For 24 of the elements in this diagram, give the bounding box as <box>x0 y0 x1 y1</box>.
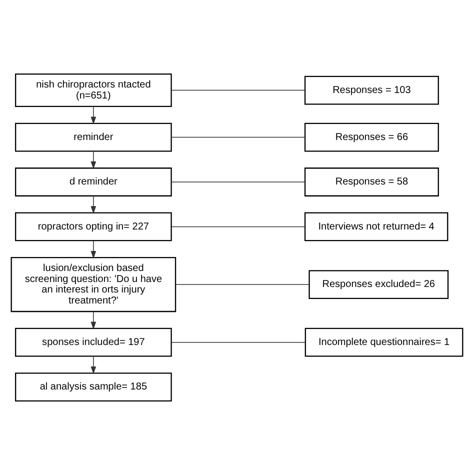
arrow <box>90 355 96 374</box>
node-box: al analysis sample= 185 <box>15 372 172 401</box>
node-box: lusion/exclusion based screening question: 'Do u have an interest in orts injury treatment?' <box>10 256 176 312</box>
connector <box>170 89 306 90</box>
node-box: d reminder <box>15 167 172 196</box>
node-box: reminder <box>15 122 172 152</box>
arrow <box>90 195 96 214</box>
node-box: ropractors opting in= 227 <box>15 212 172 241</box>
connector <box>170 181 306 182</box>
node-box: Incomplete questionnaires= 1 <box>304 327 464 356</box>
connector <box>171 226 306 227</box>
connector <box>170 136 306 138</box>
node-box: sponses included= 197 <box>15 327 172 356</box>
arrow <box>90 106 96 124</box>
node-box: Responses excluded= 26 <box>308 270 449 298</box>
connector <box>170 341 306 342</box>
arrow <box>90 240 96 258</box>
arrow <box>90 310 96 329</box>
arrow <box>90 150 96 169</box>
node-box: Responses = 103 <box>304 75 439 104</box>
node-box: Responses = 66 <box>304 122 439 152</box>
node-box: Interviews not returned= 4 <box>304 212 448 241</box>
node-box: Responses = 58 <box>304 167 439 196</box>
node-box: nish chiropractors ntacted (n=651) <box>15 73 172 107</box>
